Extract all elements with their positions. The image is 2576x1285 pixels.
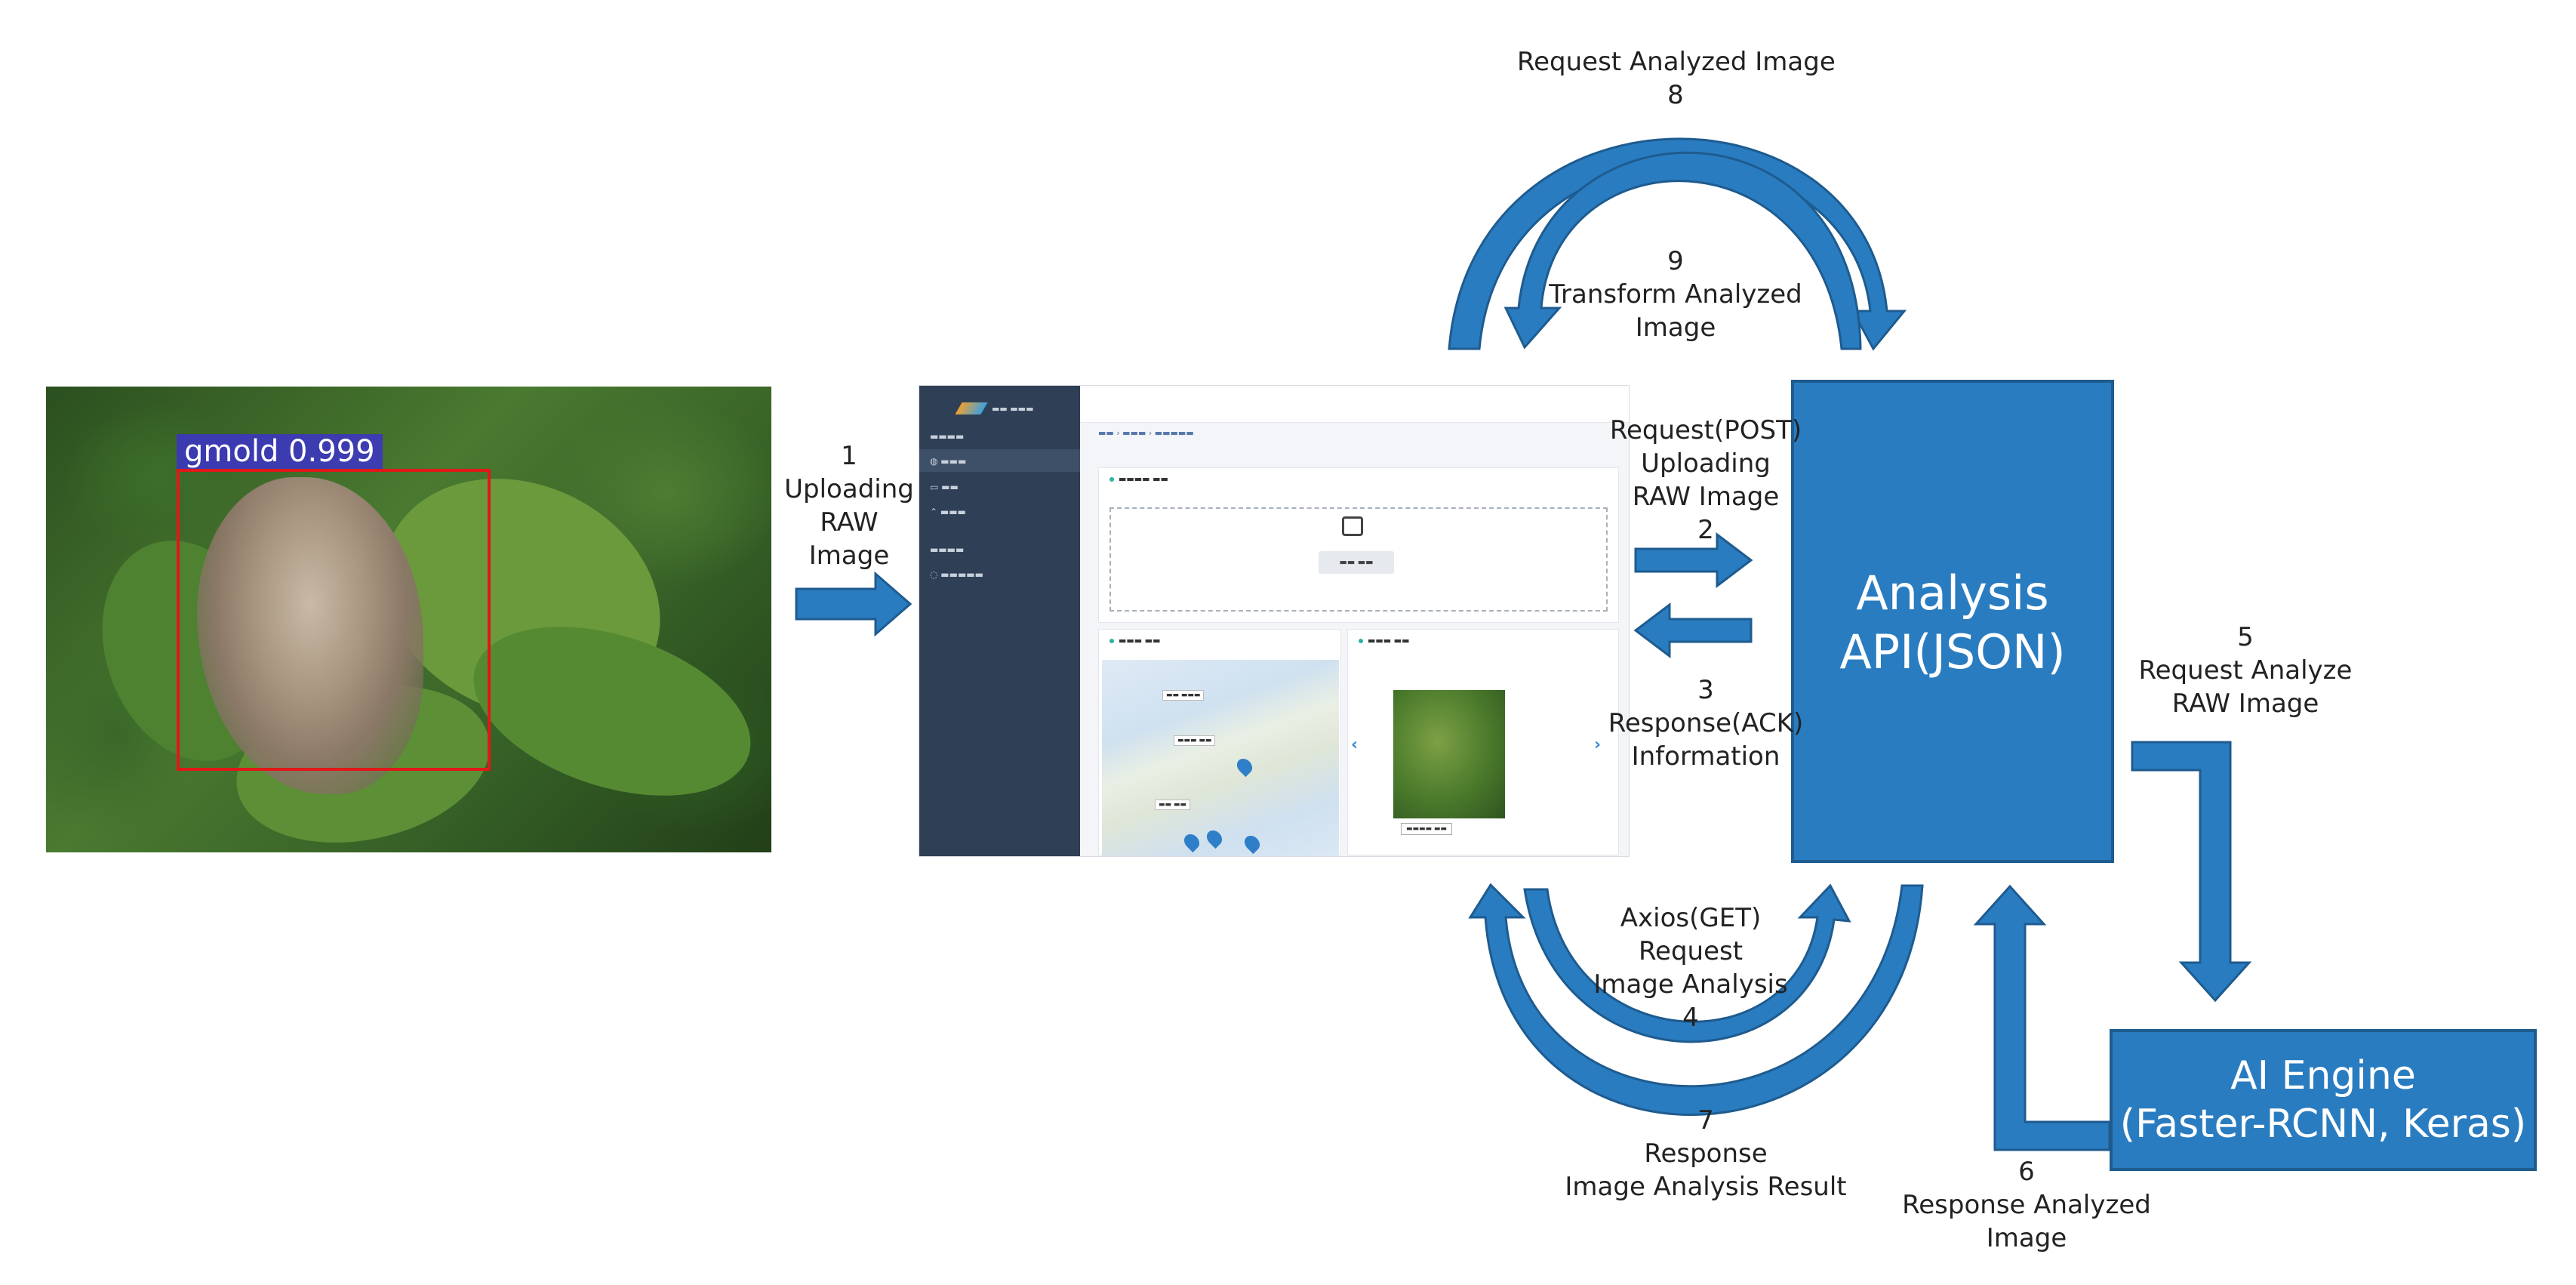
arrow-upload-raw	[795, 571, 913, 637]
web-topbar	[1080, 386, 1629, 423]
step-2-label: Request(POST) Uploading RAW Image 2	[1609, 415, 1802, 545]
map-pin-icon[interactable]	[1241, 832, 1263, 855]
ai-box-title: AI Engine	[2230, 1053, 2416, 1099]
analysis-result-thumbnail[interactable]	[1393, 690, 1505, 818]
image-upload-icon	[1342, 516, 1363, 536]
file-select-button[interactable]: ▬▬ ▬▬	[1319, 551, 1394, 574]
api-box-subtitle: API(JSON)	[1839, 624, 2066, 679]
detection-label: gmold 0.999	[177, 434, 383, 469]
arrow-response-ack	[1633, 602, 1753, 659]
step-8-label: Request Analyzed Image 8	[1517, 47, 1836, 110]
detection-bounding-box	[177, 469, 491, 771]
chevron-right-icon[interactable]: ›	[1594, 735, 1602, 754]
web-dashboard-screenshot: ▬▬ ▬▬▬ ▬▬▬▬ ◍ ▬▬▬ ▭ ▬▬ ⌃ ▬▬▬ ▬▬▬▬ ◌ ▬▬▬▬…	[919, 385, 1630, 857]
step-3-label: 3 Response(ACK) Information	[1608, 675, 1804, 772]
map-pin-icon[interactable]	[1180, 830, 1203, 853]
arrow-response-result	[1468, 883, 1924, 1116]
detected-leaf-photo: gmold 0.999	[46, 387, 771, 852]
step-6-label: 6 Response Analyzed Image	[1902, 1157, 2151, 1253]
chevron-left-icon[interactable]: ‹	[1351, 735, 1359, 754]
step-9-label: 9 Transform Analyzed Image	[1549, 246, 1802, 343]
api-box-title: Analysis	[1856, 565, 2049, 621]
arrow-axios-get	[1523, 883, 1851, 1043]
analysis-api-box: Analysis API(JSON)	[1791, 380, 2114, 863]
ai-box-subtitle: (Faster-RCNN, Keras)	[2119, 1102, 2527, 1147]
step-1-label: 1 Uploading RAW Image	[784, 441, 914, 571]
upload-card: ▬▬▬▬ ▬▬ ▬▬ ▬▬	[1098, 467, 1619, 623]
step-5-label: 5 Request Analyze RAW Image	[2138, 622, 2353, 719]
map-pin-icon[interactable]	[1203, 827, 1226, 849]
web-logo: ▬▬ ▬▬▬	[955, 402, 1049, 416]
map-card: ▬▬▬ ▬▬ ▬▬ ▬▬▬ ▬▬▬ ▬▬ ▬▬ ▬▬	[1098, 629, 1341, 856]
step-7-label: 7 Response Image Analysis Result	[1565, 1105, 1847, 1202]
upload-dropzone[interactable]: ▬▬ ▬▬	[1109, 507, 1608, 612]
arrow-request-post	[1634, 532, 1753, 589]
ai-engine-box: AI Engine (Faster-RCNN, Keras)	[2110, 1029, 2537, 1171]
web-breadcrumb: ▬▬ › ▬▬▬ › ▬▬▬▬▬	[1098, 428, 1194, 438]
arrow-request-analyze	[2131, 741, 2252, 1003]
region-map[interactable]: ▬▬ ▬▬▬ ▬▬▬ ▬▬ ▬▬ ▬▬	[1102, 660, 1339, 856]
arrow-response-analyzed	[1973, 884, 2111, 1151]
gallery-card: ▬▬▬ ▬▬ ‹ ▬▬▬▬ ▬▬ ›	[1347, 629, 1619, 855]
arrow-transform-analyzed-image	[1503, 151, 1862, 350]
web-sidebar: ▬▬ ▬▬▬ ▬▬▬▬ ◍ ▬▬▬ ▭ ▬▬ ⌃ ▬▬▬ ▬▬▬▬ ◌ ▬▬▬▬…	[919, 386, 1080, 856]
map-pin-icon[interactable]	[1233, 755, 1256, 778]
step-4-label: Axios(GET) Request Image Analysis 4	[1593, 903, 1788, 1033]
gray-mold-lesion	[197, 477, 423, 794]
sidebar-active-item	[919, 449, 1080, 472]
